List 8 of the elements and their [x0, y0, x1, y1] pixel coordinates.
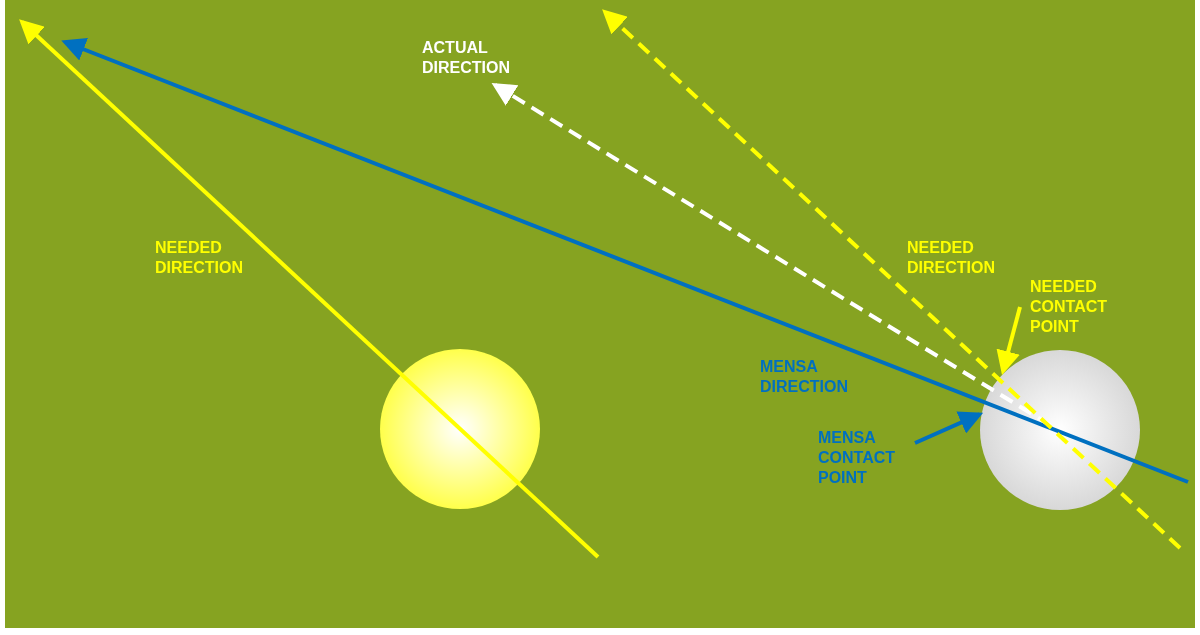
direction-label: NEEDED DIRECTION	[907, 238, 996, 278]
direction-label: ACTUAL DIRECTION	[422, 38, 511, 78]
callout-text: MENSA CONTACT POINT	[818, 428, 918, 488]
leader-line	[914, 411, 984, 445]
direction-label: NEEDED DIRECTION	[155, 238, 244, 278]
direction-label: MENSA DIRECTION	[760, 357, 849, 397]
callout-text: NEEDED CONTACT POINT	[1030, 277, 1130, 337]
leader-line	[996, 306, 1022, 375]
